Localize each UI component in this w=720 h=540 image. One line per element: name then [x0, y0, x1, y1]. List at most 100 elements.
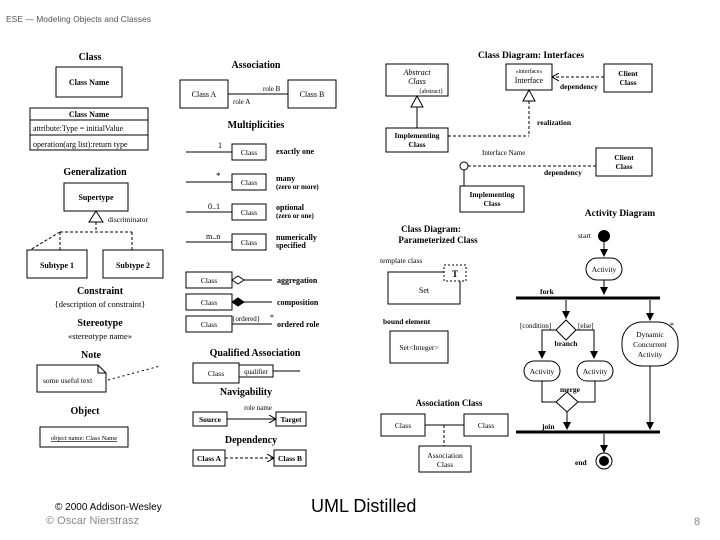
abstract-tag: {abstract} [419, 89, 444, 95]
mult-3-desc2: (zero or one) [276, 212, 315, 220]
start-label: start [578, 231, 592, 240]
notation-dependency: Dependency Class A Class B [192, 435, 307, 467]
condition-label: [condition] [520, 322, 551, 330]
interface-name-label: Interface Name [482, 149, 525, 157]
object-title: Object [71, 406, 101, 417]
subtype1-box [26, 249, 88, 279]
notation-interfaces: Class Diagram: Interfaces Abstract Class… [385, 51, 653, 213]
template-parameter-box [443, 264, 467, 282]
association-title: Association [232, 60, 281, 71]
subtype1-label: Subtype 1 [40, 261, 74, 270]
multiplicities-title: Multiplicities [228, 120, 285, 131]
bound-element-box [389, 330, 449, 364]
end-node-inner [599, 456, 609, 466]
param-title-2: Parameterized Class [398, 235, 478, 245]
template-set-label: Set [419, 286, 430, 295]
bound-element-label: bound element [383, 317, 431, 326]
dynamic-label-2: Concurrent [633, 340, 668, 349]
client2-label-2: Class [615, 162, 632, 171]
note-box [36, 364, 107, 393]
slide-title: UML Distilled [311, 496, 417, 516]
mult-2-symbol: * [216, 171, 221, 181]
qualifier-label: qualifier [244, 368, 268, 376]
implementing-box [385, 127, 449, 153]
interfaces-title: Class Diagram: Interfaces [478, 51, 584, 61]
generalization-title: Generalization [63, 167, 127, 178]
dynamic-label-3: Activity [638, 350, 663, 359]
notation-object: Object object name: Class Name [39, 406, 129, 448]
assoc-class-b [287, 79, 337, 109]
footer-copyright-author: © Oscar Nierstrasz [46, 515, 140, 527]
notation-parameterized-class: Class Diagram: Parameterized Class templ… [380, 224, 478, 364]
class-detail-operation: operation(arg list):return type [33, 140, 128, 149]
dependency-label-1: dependency [560, 82, 598, 91]
ordered-star: * [270, 313, 274, 322]
footer-copyright-book: © 2000 Addison-Wesley [55, 502, 162, 513]
join-label: join [541, 422, 555, 431]
client-label-1: Client [618, 69, 638, 78]
constraint-text: {description of constraint} [55, 299, 146, 309]
implementing-label-1: Implementing [395, 131, 440, 140]
class-detail-attribute: attribute:Type = initialValue [33, 124, 124, 133]
role-a-label: role A [233, 98, 250, 106]
assoc-class-label-2: Class [437, 460, 453, 469]
notation-activity-diagram: Activity Diagram start Activity fork [co… [516, 209, 679, 470]
composition-label: composition [277, 298, 319, 307]
composition-class: Class [201, 298, 217, 307]
discriminator-label: discriminator [108, 215, 148, 224]
client-class-box [603, 63, 653, 93]
subtype2-label: Subtype 2 [116, 261, 150, 270]
abstract-label-1: Abstract [402, 68, 431, 77]
ordered-tag: {ordered} [232, 315, 260, 323]
interface-label: Interface [515, 76, 544, 85]
mult-1-desc: exactly one [276, 147, 314, 156]
notation-association: Association Class A Class B role B role … [179, 60, 337, 109]
source-label: Source [199, 415, 222, 424]
notation-generalization: Generalization Supertype discriminator S… [26, 167, 164, 279]
branch-diamond [555, 319, 577, 341]
dynamic-label-1: Dynamic [636, 330, 664, 339]
fork-label: fork [540, 287, 555, 296]
association-class-box [418, 445, 472, 473]
lollipop-interface [459, 161, 469, 171]
activity-title: Activity Diagram [585, 209, 656, 219]
assoc-class-a-label: Class A [192, 90, 217, 99]
ordered-class: Class [201, 320, 217, 329]
supertype-box [63, 182, 129, 212]
mult-4-class: Class [241, 238, 257, 247]
impl2-label-2: Class [483, 199, 500, 208]
note-title: Note [81, 350, 102, 361]
dep-class-b: Class B [278, 454, 302, 463]
qualified-title: Qualified Association [210, 348, 301, 359]
assoc-class-a [179, 79, 229, 109]
navigability-title: Navigability [220, 387, 272, 398]
mult-2-desc: many [276, 174, 295, 183]
role-name-label: role name [244, 404, 272, 412]
else-label: [else] [578, 322, 594, 330]
supertype-label: Supertype [78, 193, 114, 202]
aggregation-class: Class [201, 276, 217, 285]
mult-3-symbol: 0..1 [208, 202, 220, 211]
mult-4-desc2: specified [276, 241, 306, 250]
impl2-label-1: Implementing [470, 190, 515, 199]
role-b-label: role B [263, 85, 281, 93]
interface-stereotype: «interface» [516, 68, 543, 75]
dependency-label-2: dependency [544, 168, 582, 177]
composition-diamond [231, 297, 245, 307]
template-parameter: T [452, 269, 458, 279]
mult-4-desc: numerically [276, 233, 317, 242]
activity-label: Activity [592, 265, 617, 274]
realization-label: realization [537, 118, 572, 127]
interface-box [505, 63, 553, 91]
activity-left-label: Activity [530, 367, 555, 376]
class-title: Class [79, 52, 102, 63]
mult-2-class: Class [241, 178, 257, 187]
generalization-triangle [88, 210, 104, 223]
mult-2-desc2: (zero or more) [276, 183, 319, 191]
dynamic-star: * [670, 321, 674, 330]
aggregation-diamond [231, 275, 245, 285]
constraint-title: Constraint [77, 286, 124, 297]
object-box [39, 426, 129, 448]
dep-class-a: Class A [197, 454, 222, 463]
